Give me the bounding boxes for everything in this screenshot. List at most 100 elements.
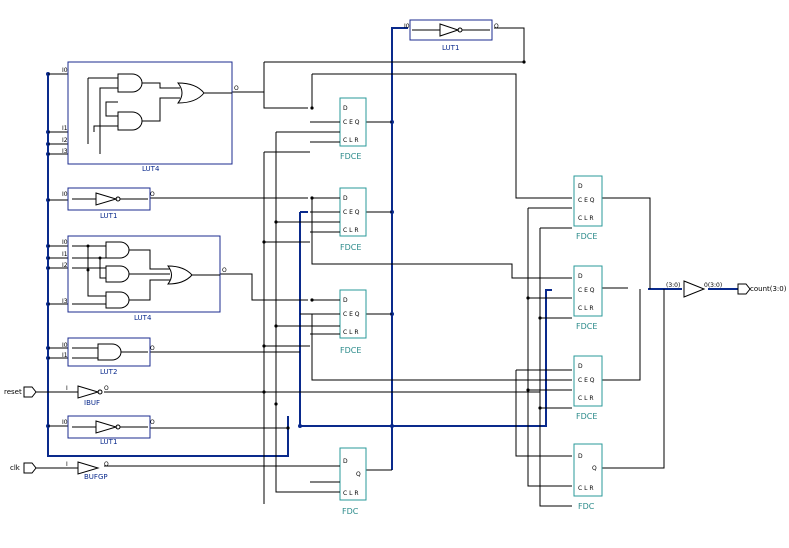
lut1-a[interactable]: I0 O LUT1 [62,187,155,220]
cell-label: FDCE [576,232,597,241]
fdce-6[interactable]: D C E Q C L R FDCE [573,355,603,421]
fdc-1[interactable]: D Q C L R FDC [310,447,367,516]
bus-out-label: 0(3:0) [704,282,722,289]
bus-in-label: (3:0) [666,282,680,289]
lut1-b[interactable]: I0 O LUT1 [62,415,155,446]
pin-i0: I0 [62,342,68,349]
cell-label: LUT4 [142,165,160,173]
clock-bus [46,27,738,470]
pin-i0: I0 [62,419,68,426]
or-gate-icon [176,82,205,104]
clk-label: clk [10,464,21,472]
fdce-4[interactable]: D C E Q C L R FDCE [573,175,603,241]
pin-o: O [104,461,109,468]
ibuf[interactable]: I O IBUF [66,385,109,407]
pin-clr: C L R [343,329,359,336]
pin-i3: I3 [62,298,68,305]
input-port-icon [23,386,37,398]
cell-label: LUT1 [442,44,459,52]
pin-d: D [343,195,348,202]
fdce-3[interactable]: D C E Q C L R FDCE [300,289,367,355]
pin-ceq: C E Q [343,311,360,318]
pin-clr: C L R [343,227,359,234]
fdce-5[interactable]: D C E Q C L R FDCE [573,265,603,331]
bufgp[interactable]: I O BUFGP [66,461,109,481]
pin-ceq: C E Q [578,377,595,384]
input-port-icon [23,462,37,474]
pin-o: O [150,345,155,352]
fdce-1[interactable]: D C E Q C L R FDCE [310,97,367,161]
cell-label: BUFGP [84,473,108,481]
lut4-top[interactable]: I0 I1 I2 I3 O LUT4 [62,61,239,173]
pin-d: D [343,458,348,465]
pin-o: O [222,267,227,274]
cell-label: FDCE [576,322,597,331]
cell-label: FDCE [576,412,597,421]
reset-label: reset [4,388,22,396]
inverter-icon [95,420,118,434]
pin-clr: C L R [578,395,594,402]
pin-clr: C L R [578,215,594,222]
pin-i1: I1 [62,352,68,359]
pin-q: Q [592,465,597,472]
output-buffer[interactable]: (3:0) 0(3:0) [666,280,722,298]
buffer-icon [77,385,100,399]
pin-clr: C L R [343,490,359,497]
count-port[interactable]: count(3:0) [737,283,787,295]
pin-i2: I2 [62,137,68,144]
cell-label: IBUF [84,399,100,407]
pin-i: I [66,461,68,468]
and-gate-icon [105,241,130,259]
and-gate-icon [117,73,143,93]
pin-d: D [578,273,583,280]
pin-i: I [66,385,68,392]
cell-label: LUT1 [100,212,117,220]
clk-port[interactable]: clk [10,462,37,474]
cell-label: FDC [578,502,595,511]
lut4-mid[interactable]: I0 I1 I2 I3 O LUT4 [62,235,227,322]
and-gate-icon [105,265,130,283]
buffer-icon [77,461,100,475]
and-gate-icon [105,291,130,309]
and-gate-icon [97,343,122,361]
pin-d: D [343,105,348,112]
pin-i1: I1 [62,251,68,258]
inverter-bubble-icon [97,389,103,395]
or-gate-icon [166,265,193,285]
pin-i2: I2 [62,262,68,269]
signal-wires [36,27,665,507]
fdce-2[interactable]: D C E Q C L R FDCE [310,187,367,252]
pin-d: D [578,183,583,190]
cell-label: LUT4 [134,314,152,322]
pin-d: D [578,363,583,370]
pin-i0: I0 [62,239,68,246]
cell-label: FDC [342,507,359,516]
pin-i0: I0 [62,191,68,198]
cell-label: LUT1 [100,438,117,446]
cell-label: FDCE [340,243,361,252]
lut2[interactable]: I0 I1 O LUT2 [62,337,155,376]
pin-o: O [234,85,239,92]
lut1-top[interactable]: I0 O LUT1 [404,19,499,52]
pin-i1: I1 [62,125,68,132]
pin-i0: I0 [62,67,68,74]
pin-o: O [150,191,155,198]
fdc-2[interactable]: D Q C L R FDC [573,443,603,511]
output-port-icon [737,283,751,295]
reset-port[interactable]: reset [4,386,37,398]
cell-label: LUT2 [100,368,117,376]
cell-label: FDCE [340,346,361,355]
pin-ceq: C E Q [578,197,595,204]
cell-label: FDCE [340,152,361,161]
buffer-icon [683,280,706,298]
pin-clr: C L R [578,485,594,492]
pin-o: O [104,385,109,392]
count-label: count(3:0) [750,285,787,293]
pin-ceq: C E Q [578,287,595,294]
pin-o: O [150,419,155,426]
pin-d: D [578,453,583,460]
pin-q: Q [356,471,361,478]
pin-d: D [343,297,348,304]
